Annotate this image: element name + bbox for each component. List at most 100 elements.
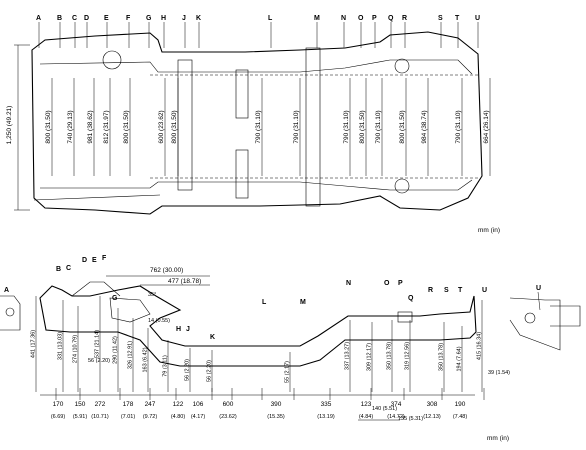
- side-unit-label: mm (in): [487, 435, 509, 442]
- inset-left-label: A: [4, 287, 9, 294]
- top-point-label-l: L: [268, 15, 273, 22]
- side-vert-label-3: 537 (21.14): [95, 330, 101, 358]
- bottom-dim-11: 374: [391, 401, 402, 408]
- side-vert-label-9: 56 (2.20): [207, 360, 213, 382]
- top-width-label-8: 790 (31.10): [293, 110, 300, 143]
- spring-mount-rear-upper: [394, 58, 410, 74]
- top-width-label-4: 800 (31.50): [123, 110, 130, 143]
- side-vert-label-2: 274 (10.79): [73, 335, 79, 363]
- side-point-label-g: G: [112, 295, 118, 302]
- side-frame-outline: [39, 285, 477, 367]
- bottom-dim-10: 123: [361, 401, 372, 408]
- crossmember-1-lower: [235, 149, 249, 199]
- top-width-label-14: 790 (31.10): [455, 110, 462, 143]
- top-width-label-5: 600 (23.62): [158, 110, 165, 143]
- dim-14-label: 14 (0.55): [148, 318, 170, 324]
- top-point-label-k: K: [196, 15, 201, 22]
- angle-label: 35°: [148, 292, 156, 298]
- side-vert-label-8: 56 (2.20): [185, 359, 191, 381]
- top-width-label-1: 740 (29.13): [67, 110, 74, 143]
- bottom-dim-in-6: (4.17): [191, 414, 206, 420]
- side-vert-label-0: 441 (17.36): [31, 330, 37, 358]
- bottom-dim-in-8: (15.35): [267, 414, 285, 420]
- side-vert-label-7: 79 (3.11): [163, 355, 169, 377]
- bottom-dim-in-2: (10.71): [91, 414, 109, 420]
- bottom-dim-in-9: (13.19): [317, 414, 335, 420]
- top-width-label-11: 790 (31.10): [375, 110, 382, 143]
- top-inner-rail-right: [40, 179, 473, 191]
- top-unit-label: mm (in): [478, 227, 500, 234]
- side-point-label-b: B: [56, 266, 61, 273]
- top-point-label-e: E: [104, 15, 109, 22]
- top-front-edge: [33, 194, 161, 201]
- bottom-dim-in-5: (4.80): [171, 414, 186, 420]
- dim-762-label: 762 (30.00): [150, 267, 183, 274]
- side-point-label-f: F: [102, 255, 107, 262]
- top-inner-rail-left: [39, 59, 473, 75]
- top-point-label-o: O: [358, 15, 364, 22]
- dim-477-label: 477 (18.78): [168, 278, 201, 285]
- spring-mount-front: [102, 50, 122, 70]
- crossmember-2: [305, 47, 321, 207]
- top-width-label-0: 800 (31.50): [45, 110, 52, 143]
- top-width-label-9: 790 (31.10): [343, 110, 350, 143]
- top-point-label-s: S: [438, 15, 443, 22]
- bottom-dim-4: 247: [145, 401, 156, 408]
- side-point-label-e: E: [92, 257, 97, 264]
- side-point-label-r: R: [428, 287, 433, 294]
- bottom-dim-9: 335: [321, 401, 332, 408]
- top-point-label-j: J: [182, 15, 186, 22]
- bottom-dim-in-12: (12.13): [423, 414, 441, 420]
- top-width-label-15: 664 (26.14): [483, 110, 490, 143]
- bottom-dim-in-1: (5.91): [73, 414, 88, 420]
- dim-56-label: 56 (2.20): [88, 358, 110, 364]
- side-point-label-u: U: [482, 287, 487, 294]
- side-vert-label-15: 350 (13.78): [439, 343, 445, 371]
- side-point-label-t: T: [458, 287, 463, 294]
- top-width-label-6: 800 (31.50): [171, 110, 178, 143]
- bottom-dim-7: 600: [223, 401, 234, 408]
- top-point-label-r: R: [402, 15, 407, 22]
- top-point-label-t: T: [455, 15, 460, 22]
- inset-right-leader: [537, 291, 541, 311]
- side-point-label-m: M: [300, 299, 306, 306]
- side-point-label-h: H: [176, 326, 181, 333]
- bottom-dim-in-0: (6.69): [51, 414, 66, 420]
- side-vert-label-5: 326 (12.91): [128, 341, 134, 369]
- side-point-label-j: J: [186, 326, 190, 333]
- side-vert-label-17: 415 (16.34): [477, 332, 483, 360]
- bottom-dim-in-7: (23.62): [219, 414, 237, 420]
- top-width-label-13: 984 (38.74): [421, 110, 428, 143]
- top-point-label-q: Q: [388, 15, 394, 22]
- side-point-label-l: L: [262, 299, 267, 306]
- crossmember-front: [177, 59, 193, 191]
- top-point-label-m: M: [314, 15, 320, 22]
- inset-left-bracket: [0, 295, 21, 331]
- detail-inset-right: U: [509, 285, 581, 351]
- side-vert-label-6: 163 (6.42): [143, 347, 149, 372]
- top-point-label-g: G: [146, 15, 152, 22]
- bottom-dim-in-4: (9.72): [143, 414, 158, 420]
- top-point-label-f: F: [126, 15, 131, 22]
- top-point-label-a: A: [36, 15, 41, 22]
- dim-140-label: 140 (5.51): [372, 406, 397, 412]
- side-engine-mount: [71, 281, 121, 297]
- bottom-dim-3: 178: [123, 401, 134, 408]
- inset-right-frame: [509, 297, 561, 351]
- bottom-dim-13: 190: [455, 401, 466, 408]
- bottom-dim-in-13: (7.48): [453, 414, 468, 420]
- top-point-label-h: H: [161, 15, 166, 22]
- side-point-label-s: S: [444, 287, 449, 294]
- overall-width-label: 1,250 (49.21): [6, 106, 13, 145]
- bottom-dim-0: 170: [53, 401, 64, 408]
- top-point-label-n: N: [341, 15, 346, 22]
- bottom-dim-in-11: (14.72): [387, 414, 405, 420]
- bottom-dim-in-10: (4.84): [359, 414, 374, 420]
- bottom-dim-12: 308: [427, 401, 438, 408]
- side-point-label-c: C: [66, 265, 71, 272]
- spring-mount-rear-lower: [394, 178, 410, 194]
